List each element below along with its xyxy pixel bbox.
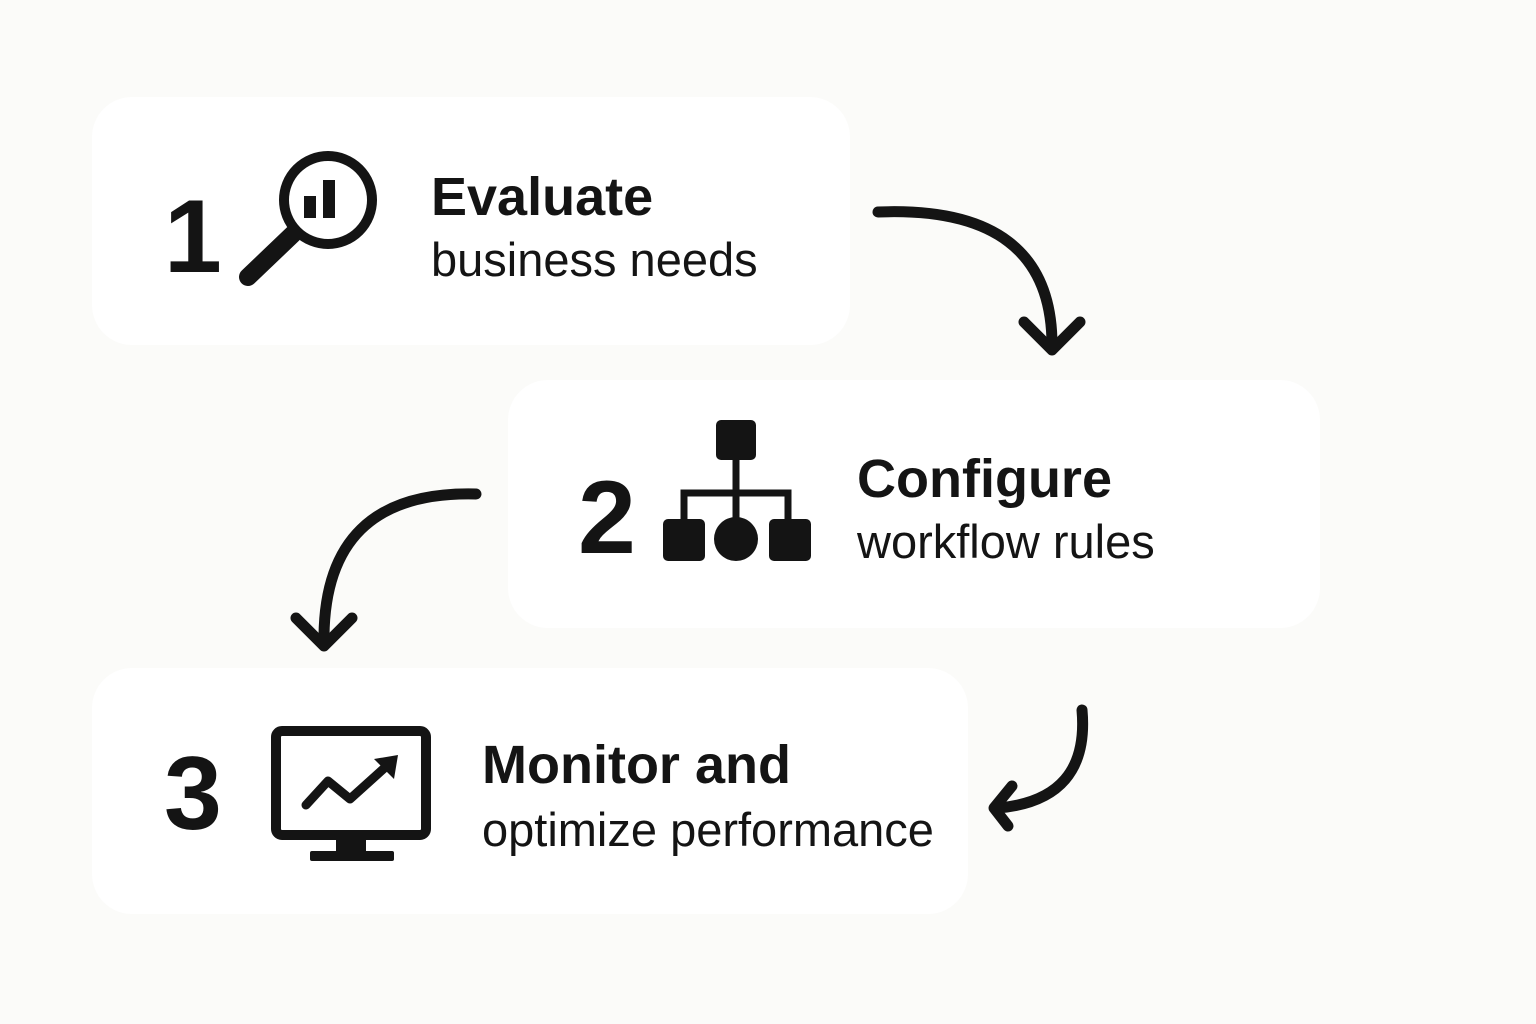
step-title-3: Monitor and [482, 735, 791, 795]
step-subtitle-3: optimize performance [482, 803, 934, 856]
hierarchy-workflow-icon [660, 416, 816, 564]
step-number-1: 1 [164, 179, 222, 295]
step-card-2 [508, 380, 1320, 628]
step-card-3 [92, 668, 968, 914]
step-subtitle-1: business needs [431, 233, 758, 286]
step-subtitle-2: workflow rules [857, 515, 1155, 568]
arrow-step1-to-step2 [872, 206, 1086, 356]
arrow-step2-to-step3 [290, 488, 482, 652]
step-title-2: Configure [857, 449, 1112, 509]
step-number-3: 3 [164, 736, 222, 852]
magnifier-bar-chart-icon [236, 146, 384, 288]
monitor-trend-icon [270, 725, 434, 865]
arrow-loop-back [988, 704, 1089, 832]
step-title-1: Evaluate [431, 167, 654, 227]
step-number-2: 2 [578, 460, 636, 576]
step-card-1 [92, 97, 850, 345]
